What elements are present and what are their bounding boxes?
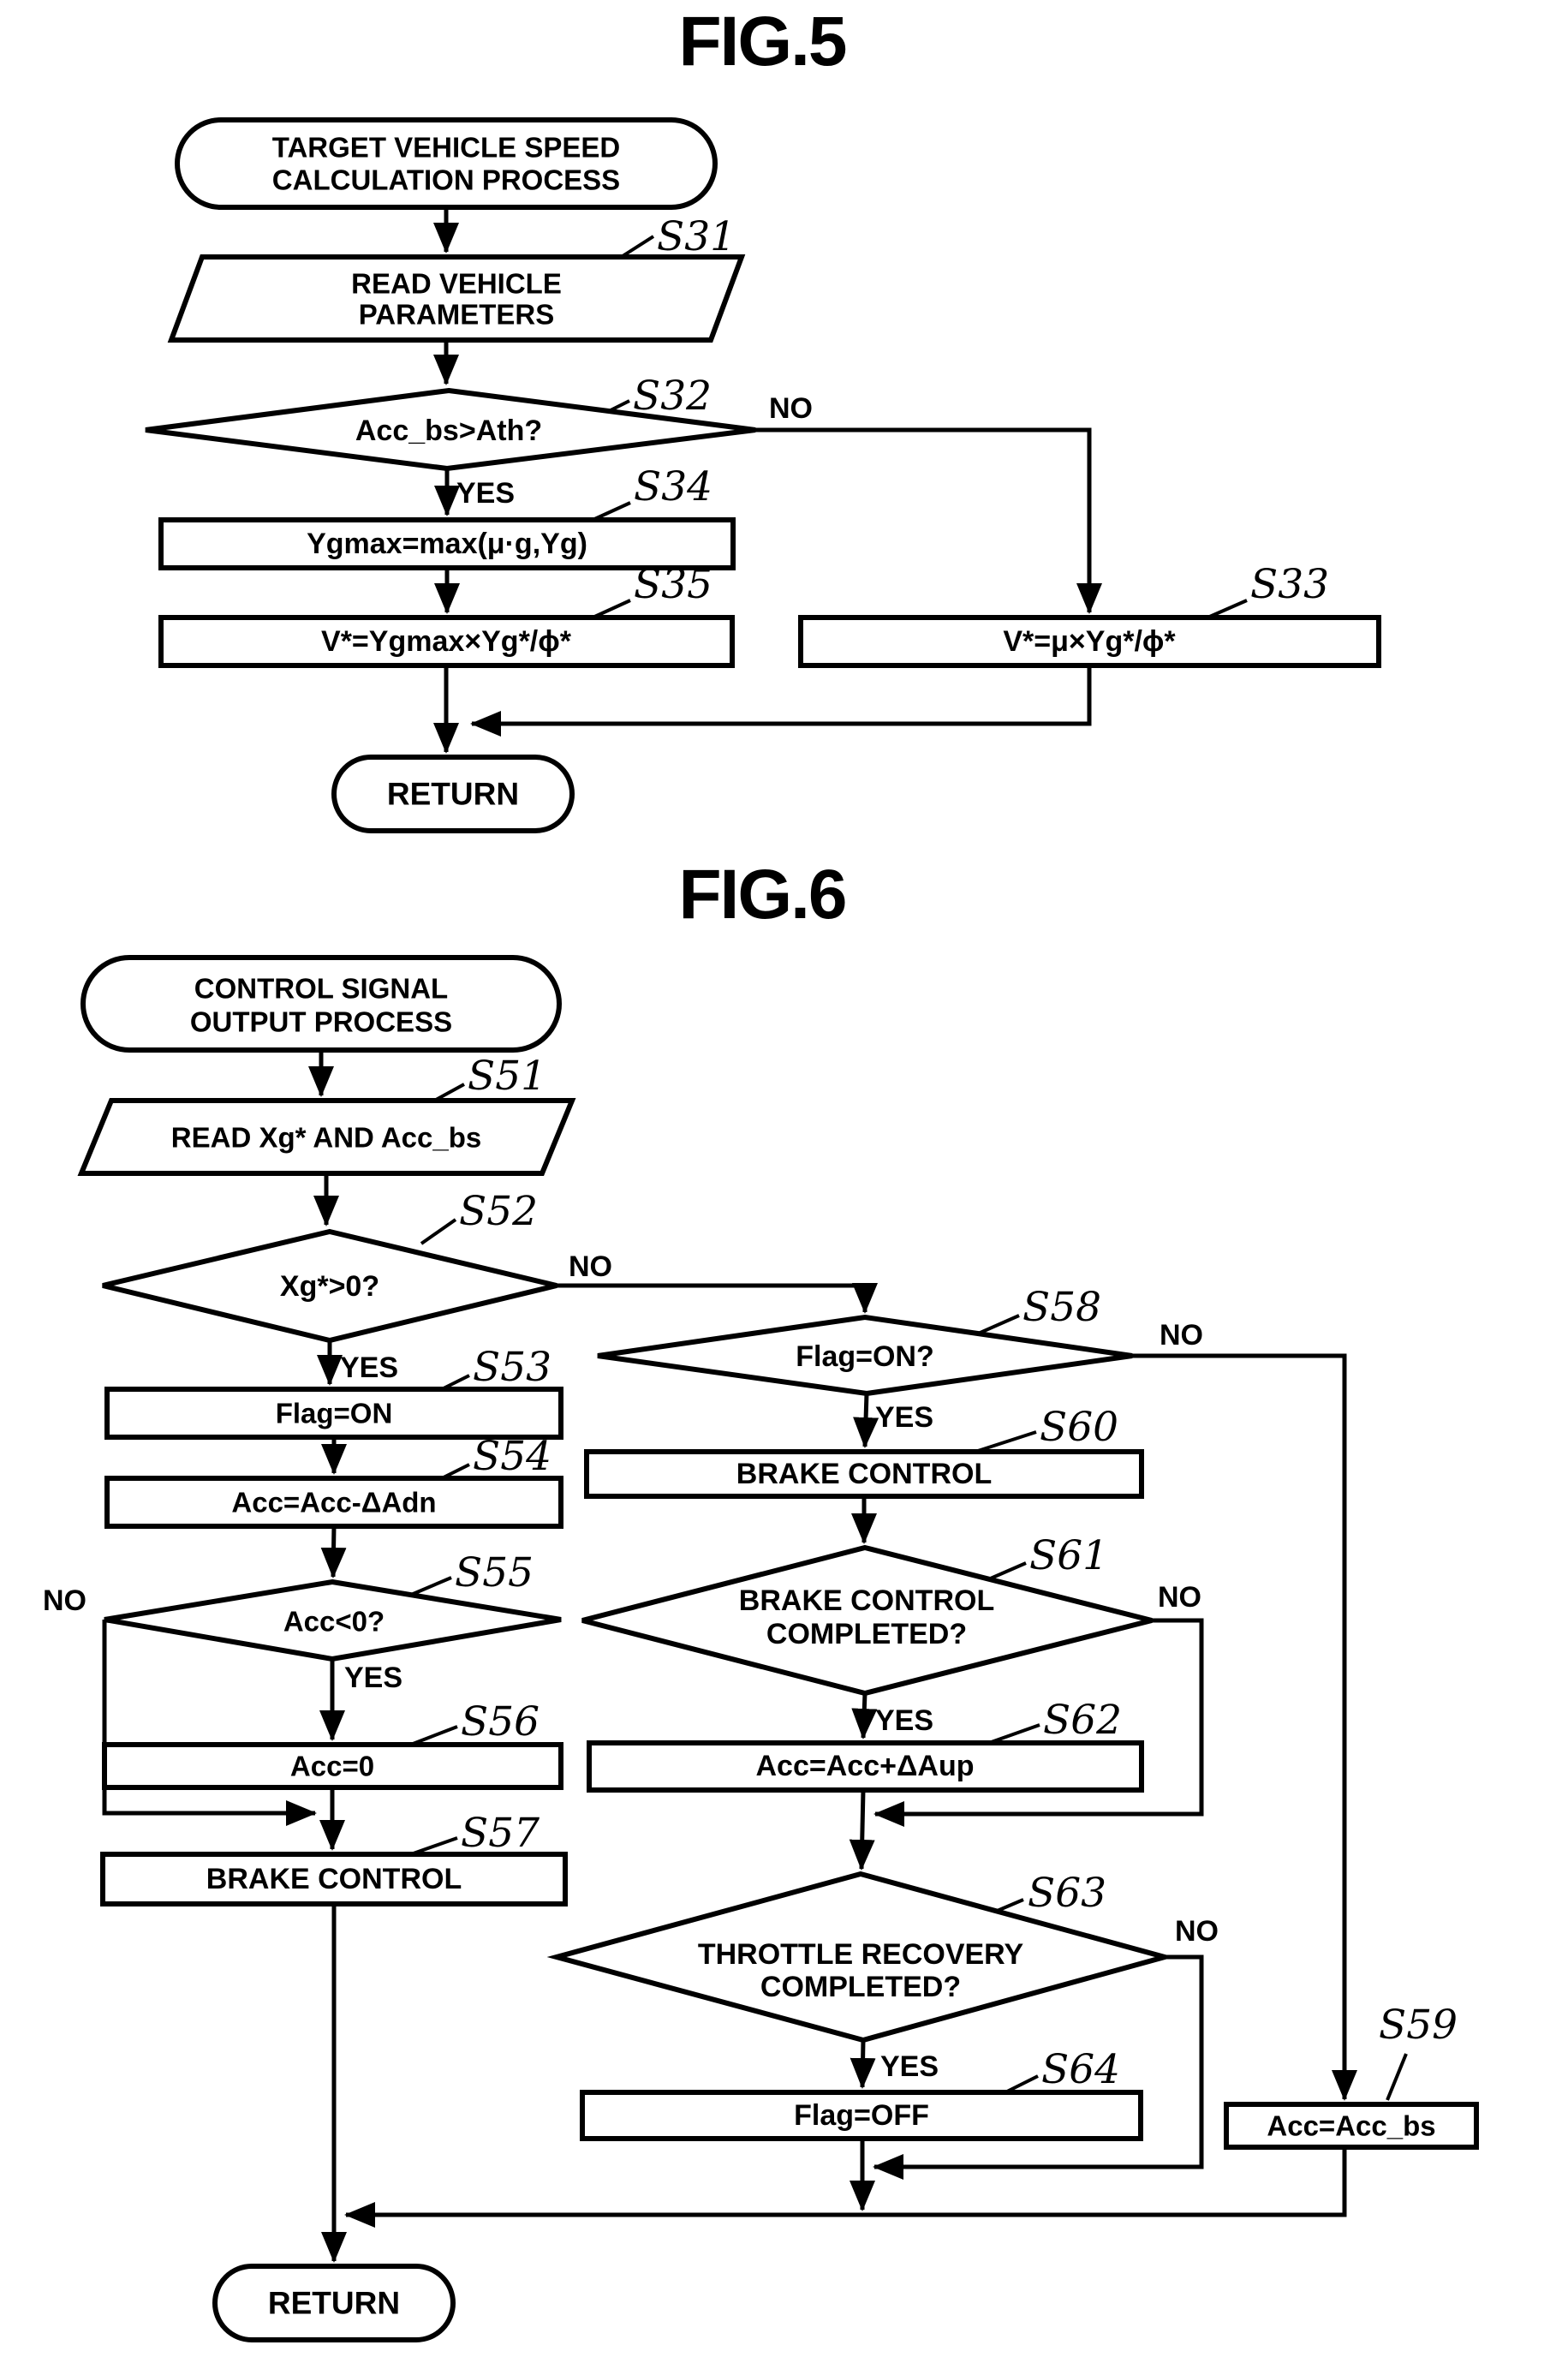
fig6-return-terminal bbox=[212, 2264, 456, 2342]
fig6-no-bypass-s61 bbox=[873, 1618, 1204, 1827]
fig5-title: FIG.5 bbox=[678, 3, 845, 81]
fig5-s32-text: Acc_bs>Ath? bbox=[355, 415, 542, 447]
fig6-s52-leader bbox=[420, 1218, 457, 1245]
fig5-s33-process bbox=[798, 615, 1381, 668]
fig6-s56-label: S56 bbox=[461, 1698, 540, 1745]
fig6-s59-text: Acc=Acc_bs bbox=[1267, 2110, 1435, 2142]
fig6-s53-text: Flag=ON bbox=[276, 1398, 393, 1429]
fig6-return-text: RETURN bbox=[268, 2286, 400, 2321]
fig6-s62-process bbox=[587, 1740, 1144, 1793]
fig5-s31-io bbox=[167, 254, 746, 343]
fig6-s57-process bbox=[100, 1852, 568, 1906]
fig5-start-line1: TARGET VEHICLE SPEED bbox=[272, 132, 620, 164]
fig6-s64-text: Flag=OFF bbox=[794, 2099, 929, 2132]
fig6-s55-leader bbox=[410, 1576, 452, 1596]
fig5-no-path-to-s33 bbox=[755, 427, 1102, 614]
fig6-s51-text: READ Xg* AND Acc_bs bbox=[171, 1122, 481, 1154]
fig6-s55-label: S55 bbox=[455, 1549, 534, 1596]
fig6-arrow-s58-to-s60 bbox=[853, 1393, 879, 1448]
fig6-s52-label: S52 bbox=[459, 1188, 538, 1235]
fig6-title: FIG.6 bbox=[678, 856, 845, 934]
fig6-s61-yes-label: YES bbox=[875, 1704, 933, 1737]
fig5-s33-text: V*=μ×Yg*/ϕ* bbox=[1003, 625, 1176, 658]
fig5-return-text: RETURN bbox=[387, 777, 519, 812]
fig6-s63-yes-label: YES bbox=[880, 2050, 939, 2083]
fig5-s34-text: Ygmax=max(μ·g,Yg) bbox=[307, 528, 587, 560]
fig6-s52-yes-label: YES bbox=[340, 1352, 398, 1384]
fig6-s61-leader bbox=[986, 1561, 1027, 1582]
fig6-s64-label: S64 bbox=[1041, 2046, 1120, 2093]
fig6-s59-leader bbox=[1386, 2053, 1408, 2101]
fig6-s59-process bbox=[1224, 2102, 1479, 2150]
fig5-s32-yes-label: YES bbox=[456, 477, 515, 510]
fig6-s60-text: BRAKE CONTROL bbox=[736, 1458, 992, 1490]
fig6-s57-label: S57 bbox=[461, 1810, 540, 1857]
fig6-start-line1: CONTROL SIGNAL bbox=[194, 973, 448, 1005]
fig6-arrow-s63-to-s64 bbox=[850, 2039, 876, 2089]
fig5-s32-label: S32 bbox=[633, 373, 712, 420]
fig5-s33-label: S33 bbox=[1250, 561, 1329, 608]
fig5-s34-label: S34 bbox=[634, 463, 712, 510]
fig6-arrow-s54-to-s55 bbox=[320, 1525, 347, 1578]
fig5-s33-merge-path bbox=[470, 665, 1092, 737]
fig6-s56-text: Acc=0 bbox=[290, 1751, 374, 1782]
fig6-s63-line2: COMPLETED? bbox=[760, 1971, 961, 2003]
fig6-s55-no-label: NO bbox=[43, 1584, 86, 1617]
fig6-s60-label: S60 bbox=[1040, 1404, 1118, 1451]
fig6-no-path-s58-to-s59 bbox=[1132, 1353, 1357, 2101]
fig6-s62-text: Acc=Acc+ΔAup bbox=[756, 1750, 975, 1782]
fig6-s60-leader bbox=[977, 1430, 1037, 1453]
fig5-s31-line1: READ VEHICLE bbox=[351, 268, 562, 300]
fig6-no-path-s52-to-s58 bbox=[557, 1283, 878, 1314]
fig6-s57-text: BRAKE CONTROL bbox=[206, 1863, 462, 1895]
fig6-s58-text: Flag=ON? bbox=[796, 1340, 934, 1373]
fig6-bottom-merge-path bbox=[344, 2147, 1347, 2228]
fig6-s61-line2: COMPLETED? bbox=[766, 1618, 967, 1650]
fig6-s62-label: S62 bbox=[1043, 1697, 1122, 1744]
fig6-s53-label: S53 bbox=[473, 1344, 551, 1391]
fig5-s32-no-label: NO bbox=[769, 392, 813, 425]
fig5-start-line2: CALCULATION PROCESS bbox=[272, 164, 620, 196]
fig6-s58-yes-label: YES bbox=[875, 1401, 933, 1434]
fig6-s55-yes-label: YES bbox=[344, 1662, 402, 1694]
fig6-s63-no-label: NO bbox=[1175, 1915, 1219, 1948]
fig6-s60-process bbox=[584, 1449, 1144, 1499]
fig5-s31-leader bbox=[621, 235, 655, 258]
fig6-s51-label: S51 bbox=[468, 1053, 546, 1100]
fig6-s61-no-label: NO bbox=[1158, 1581, 1201, 1614]
fig6-s52-text: Xg*>0? bbox=[280, 1270, 379, 1303]
fig6-arrow-s61-to-s62 bbox=[851, 1692, 878, 1739]
fig6-s59-label: S59 bbox=[1379, 2002, 1458, 2049]
fig6-s54-label: S54 bbox=[473, 1433, 551, 1480]
fig6-s52-no-label: NO bbox=[569, 1250, 612, 1283]
fig6-arrow-s62-to-s63 bbox=[849, 1789, 875, 1871]
fig6-s61-line1: BRAKE CONTROL bbox=[739, 1584, 994, 1617]
fig6-no-bypass-s63 bbox=[873, 1954, 1204, 2180]
fig6-s63-line1: THROTTLE RECOVERY bbox=[698, 1938, 1024, 1971]
fig5-s34-process bbox=[158, 517, 736, 570]
fig6-s56-process bbox=[102, 1742, 563, 1790]
fig6-s63-label: S63 bbox=[1028, 1870, 1106, 1917]
fig6-s55-text: Acc<0? bbox=[283, 1606, 385, 1638]
fig6-s58-label: S58 bbox=[1022, 1284, 1101, 1331]
fig6-s58-leader bbox=[975, 1314, 1020, 1336]
fig5-s31-line2: PARAMETERS bbox=[359, 299, 555, 331]
fig6-s54-process bbox=[104, 1476, 563, 1529]
fig6-s54-text: Acc=Acc-ΔAdn bbox=[231, 1487, 436, 1519]
fig5-s35-text: V*=Ygmax×Yg*/ϕ* bbox=[321, 625, 572, 658]
fig6-s61-label: S61 bbox=[1029, 1532, 1108, 1579]
fig5-s35-label: S35 bbox=[634, 561, 712, 608]
fig5-s31-label: S31 bbox=[657, 213, 736, 260]
fig5-return-terminal bbox=[331, 755, 575, 833]
fig6-no-bypass-s55 bbox=[102, 1620, 317, 1826]
fig6-s64-process bbox=[580, 2090, 1143, 2141]
fig6-s51-io bbox=[77, 1098, 576, 1176]
fig6-s58-no-label: NO bbox=[1160, 1319, 1203, 1352]
fig6-start-line2: OUTPUT PROCESS bbox=[190, 1006, 452, 1038]
